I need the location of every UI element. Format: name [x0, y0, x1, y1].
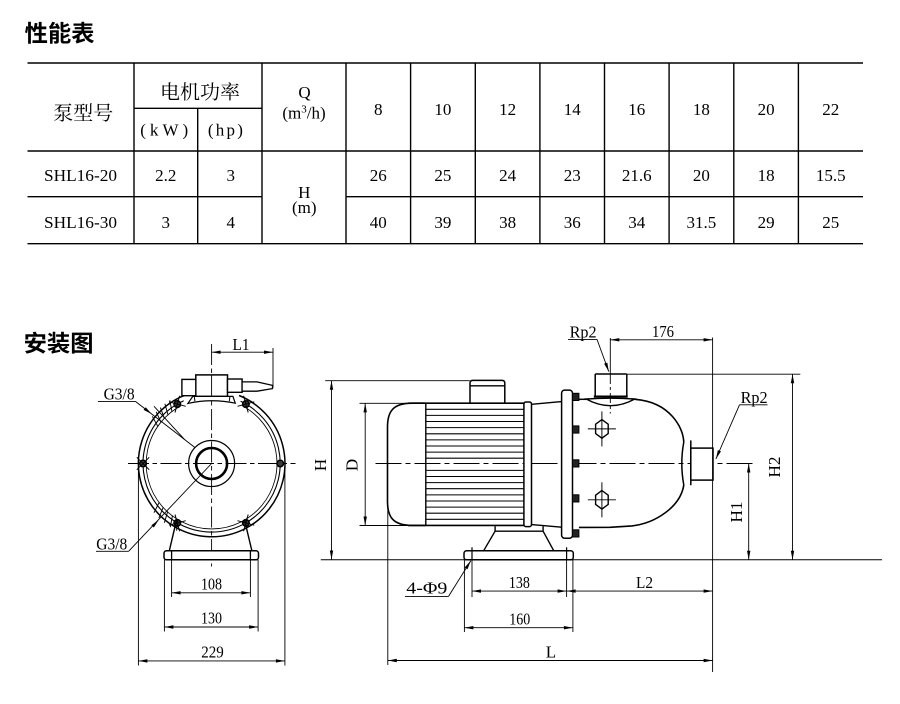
svg-text:4-Φ9: 4-Φ9	[406, 579, 447, 598]
svg-text:40: 40	[370, 213, 387, 232]
svg-text:(kW): (kW)	[140, 121, 188, 140]
svg-text:18: 18	[758, 166, 775, 185]
svg-text:29: 29	[758, 213, 775, 232]
svg-text:130: 130	[201, 609, 222, 628]
svg-text:31.5: 31.5	[687, 213, 717, 232]
svg-text:3: 3	[227, 166, 236, 185]
svg-text:H: H	[298, 183, 310, 202]
svg-text:21.6: 21.6	[622, 166, 652, 185]
svg-text:12: 12	[499, 100, 516, 119]
svg-text:(m3/h): (m3/h)	[282, 104, 325, 123]
svg-text:10: 10	[434, 100, 451, 119]
svg-text:15.5: 15.5	[816, 166, 846, 185]
svg-text:SHL16-20: SHL16-20	[44, 166, 117, 185]
svg-text:L: L	[546, 642, 556, 661]
svg-text:20: 20	[758, 100, 775, 119]
svg-text:Rp2: Rp2	[741, 388, 768, 407]
svg-text:18: 18	[693, 100, 710, 119]
svg-text:8: 8	[374, 100, 383, 119]
svg-text:26: 26	[370, 166, 387, 185]
svg-text:20: 20	[693, 166, 710, 185]
svg-text:(m): (m)	[292, 198, 317, 217]
svg-text:24: 24	[499, 166, 517, 185]
svg-text:L2: L2	[636, 573, 653, 592]
svg-text:16: 16	[628, 100, 645, 119]
svg-text:25: 25	[434, 166, 451, 185]
svg-text:L1: L1	[233, 335, 250, 354]
svg-text:23: 23	[564, 166, 581, 185]
svg-text:H1: H1	[727, 502, 746, 523]
svg-text:160: 160	[509, 609, 530, 628]
svg-text:G3/8: G3/8	[96, 535, 127, 554]
svg-text:2.2: 2.2	[155, 166, 176, 185]
svg-text:108: 108	[201, 575, 222, 594]
svg-text:Rp2: Rp2	[570, 323, 597, 342]
svg-text:176: 176	[652, 322, 674, 341]
svg-text:38: 38	[499, 213, 516, 232]
svg-text:138: 138	[509, 573, 530, 592]
svg-text:G3/8: G3/8	[104, 385, 135, 404]
svg-text:22: 22	[822, 100, 839, 119]
svg-text:SHL16-30: SHL16-30	[44, 213, 117, 232]
svg-text:D: D	[342, 459, 361, 471]
svg-text:25: 25	[822, 213, 839, 232]
svg-text:3: 3	[162, 213, 171, 232]
svg-text:14: 14	[564, 100, 582, 119]
svg-text:39: 39	[434, 213, 451, 232]
svg-text:H: H	[311, 459, 330, 471]
svg-text:34: 34	[628, 213, 646, 232]
svg-text:Q: Q	[298, 83, 310, 102]
svg-text:229: 229	[201, 643, 224, 662]
svg-text:H2: H2	[765, 457, 784, 478]
svg-text:4: 4	[227, 213, 236, 232]
svg-text:36: 36	[564, 213, 581, 232]
